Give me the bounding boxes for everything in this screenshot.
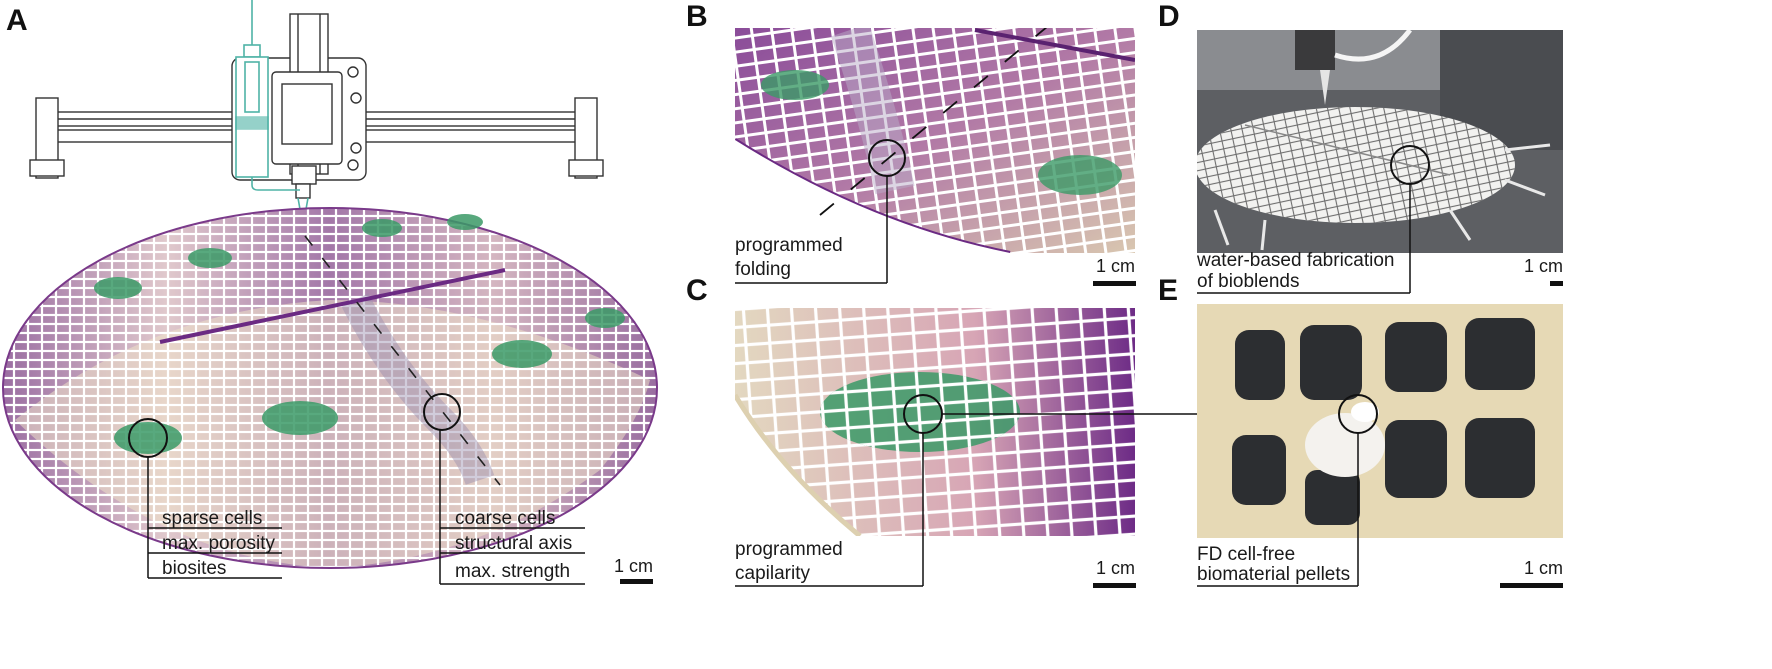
scale-label-e: 1 cm	[1524, 558, 1563, 578]
label-max-porosity: max. porosity	[162, 533, 275, 554]
scale-bar-c	[1093, 583, 1136, 588]
label-sparse-cells: sparse cells	[162, 508, 262, 529]
folding-closeup-image	[735, 28, 1135, 253]
scaffold-disc-illustration	[2, 207, 658, 569]
capillarity-closeup-image	[735, 308, 1135, 536]
label-structural-axis: structural axis	[455, 533, 572, 554]
panel-b: B programmed folding 1 cm	[686, 0, 1136, 286]
panel-e: E FD cell-free biomaterial pellets 1 cm	[1158, 274, 1563, 588]
callout-fabrication	[1197, 184, 1411, 294]
printer-gantry-illustration	[29, 13, 604, 199]
panel-label-a: A	[6, 4, 28, 37]
label-bioblends: of bioblends	[1197, 271, 1299, 292]
label-programmed-c: programmed	[735, 539, 843, 560]
scale-label-c: 1 cm	[1096, 558, 1135, 578]
panel-a: A	[2, 0, 658, 585]
callout-coarse	[439, 430, 585, 585]
label-programmed-b: programmed	[735, 235, 843, 256]
callout-folding	[735, 176, 888, 284]
scale-bar-e	[1500, 583, 1563, 588]
nozzle-path-dashes	[304, 235, 501, 486]
scale-label-d: 1 cm	[1524, 256, 1563, 276]
callout-circle-coarse	[423, 393, 461, 431]
label-folding: folding	[735, 259, 791, 280]
label-capilarity: capilarity	[735, 563, 810, 584]
panel-label-b: B	[686, 0, 708, 33]
label-biosites: biosites	[162, 558, 226, 579]
panel-label-c: C	[686, 274, 708, 307]
pellets-micrograph	[1197, 304, 1563, 538]
scale-label-a: 1 cm	[614, 556, 653, 576]
label-biomaterial-pellets: biomaterial pellets	[1197, 564, 1350, 585]
panel-label-d: D	[1158, 0, 1180, 33]
scale-bar-b	[1093, 281, 1136, 286]
fabrication-photo	[1197, 30, 1563, 253]
callout-pellets	[1197, 433, 1359, 587]
scale-bar-a	[620, 579, 653, 584]
label-coarse-cells: coarse cells	[455, 508, 555, 529]
callout-sparse	[147, 457, 282, 579]
panel-d: D water-based fabrication of bi	[1158, 0, 1563, 294]
panel-c: C programmed capilarity 1 cm	[686, 274, 1340, 588]
panel-label-e: E	[1158, 274, 1178, 307]
scale-label-b: 1 cm	[1096, 256, 1135, 276]
scale-bar-d	[1550, 281, 1563, 286]
label-water-based: water-based fabrication	[1196, 250, 1395, 271]
syringe-illustration	[235, 0, 309, 227]
label-max-strength: max. strength	[455, 561, 570, 582]
label-fd-cell-free: FD cell-free	[1197, 544, 1295, 565]
